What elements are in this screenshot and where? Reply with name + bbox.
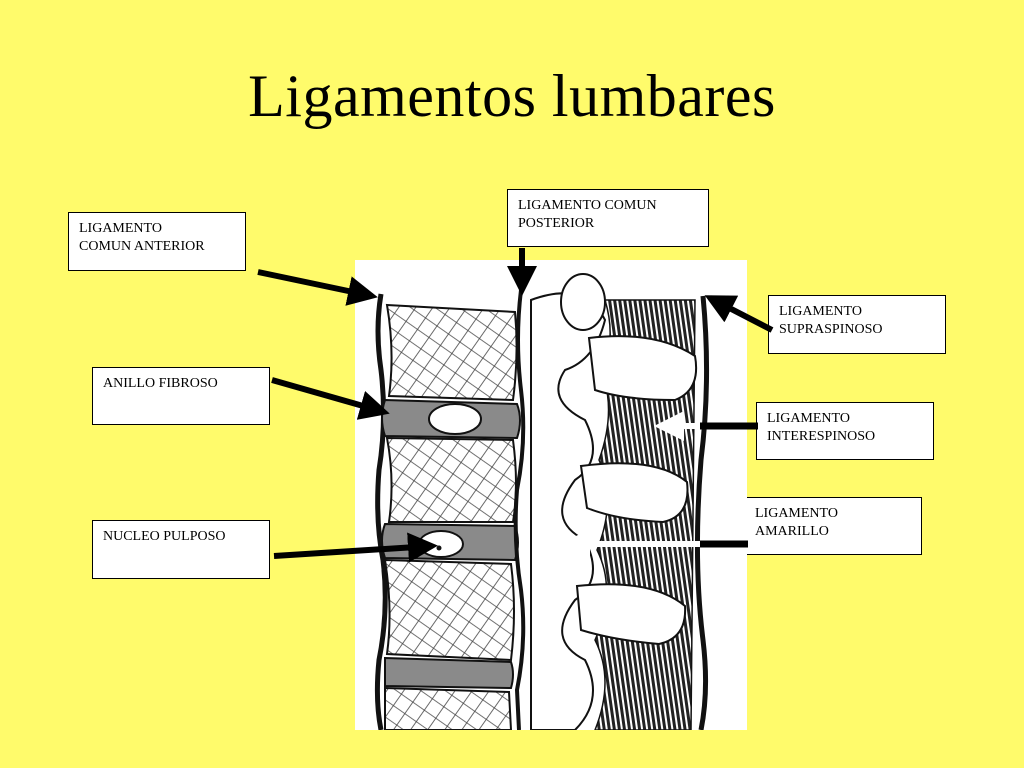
label-line: ANILLO FIBROSO [103,376,218,391]
label-line: LIGAMENTO COMUN [518,198,657,213]
spinous-process-3 [575,583,687,646]
slide-title: Ligamentos lumbares [248,63,776,129]
label-line: LIGAMENTO [755,506,838,521]
supraspinous-ligament [694,295,710,731]
label-anillo-fibroso: ANILLO FIBROSO [92,367,270,425]
label-ligamento-amarillo: LIGAMENTO AMARILLO [744,497,922,555]
label-line: AMARILLO [755,524,829,539]
label-line: SUPRASPINOSO [779,322,883,337]
spinous-process-2 [579,462,689,524]
label-line: POSTERIOR [518,216,595,231]
label-ligamento-interespinoso: LIGAMENTO INTERESPINOSO [756,402,934,460]
nucleus-pulposus-1 [428,403,482,435]
label-line: LIGAMENTO [767,411,850,426]
label-line: COMUN ANTERIOR [79,239,205,254]
label-nucleo-pulposo: NUCLEO PULPOSO [92,520,270,579]
label-ligamento-comun-posterior: LIGAMENTO COMUN POSTERIOR [507,189,709,247]
vertebral-body-2 [385,436,517,523]
vertebral-body-1 [385,303,518,402]
lumbar-spine-illustration [355,260,747,731]
label-ligamento-comun-anterior: LIGAMENTO COMUN ANTERIOR [68,212,246,271]
spinous-process-1 [587,335,697,402]
nucleus-pulposus-2 [418,530,464,558]
spine-drawing [374,273,710,731]
superior-articular-process [560,273,606,331]
label-line: LIGAMENTO [79,221,162,236]
label-line: LIGAMENTO [779,304,862,319]
vertebral-body-3 [383,558,515,662]
label-line: NUCLEO PULPOSO [103,529,226,544]
posterior-ligament [513,289,526,731]
anterior-ligament [374,293,388,731]
vertebral-body-4 [384,686,513,731]
label-line: INTERESPINOSO [767,429,876,444]
label-ligamento-supraspinoso: LIGAMENTO SUPRASPINOSO [768,295,946,354]
